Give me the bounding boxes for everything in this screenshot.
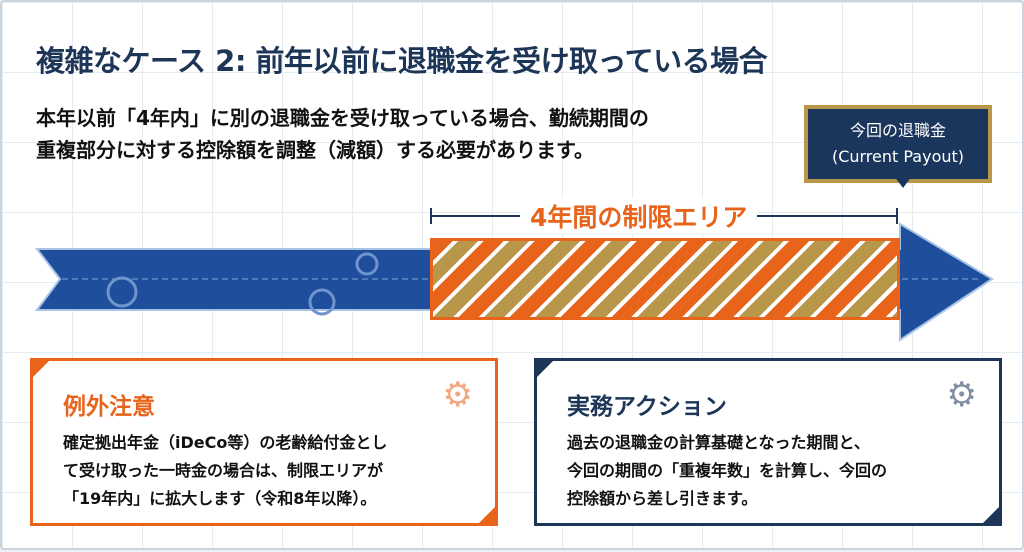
lead-text: 本年以前「4年内」に別の退職金を受け取っている場合、勤続期間の 重複部分に対する…: [36, 102, 649, 166]
restriction-label: 4年間の制限エリア: [520, 198, 758, 234]
gear-icon: [308, 288, 336, 316]
lead-line: 重複部分に対する控除額を調整（減額）する必要があります。: [36, 138, 594, 162]
text-line: 「19年内」に拡大します（令和8年以降）。: [63, 489, 377, 508]
gear-icon: ⚙: [442, 375, 473, 415]
text-line: 今回の期間の「重複年数」を計算し、今回の: [567, 461, 888, 480]
corner-decoration: [30, 358, 52, 380]
exception-text: 確定拠出年金（iDeCo等）の老齢給付金とし て受け取った一時金の場合は、制限エ…: [63, 429, 465, 513]
action-text: 過去の退職金の計算基礎となった期間と、 今回の期間の「重複年数」を計算し、今回の…: [567, 429, 969, 513]
restriction-area: [430, 238, 900, 320]
text-line: て受け取った一時金の場合は、制限エリアが: [63, 461, 384, 480]
exception-box: ⚙ 例外注意 確定拠出年金（iDeCo等）の老齢給付金とし て受け取った一時金の…: [30, 358, 498, 526]
callout-line: 今回の退職金: [849, 121, 946, 140]
current-payout-callout: 今回の退職金 (Current Payout): [804, 105, 992, 188]
text-line: 控除額から差し引きます。: [567, 489, 758, 508]
gear-icon: [355, 252, 379, 276]
restriction-span: 4年間の制限エリア: [430, 198, 898, 234]
action-box: ⚙ 実務アクション 過去の退職金の計算基礎となった期間と、 今回の期間の「重複年…: [534, 358, 1002, 526]
text-line: 確定拠出年金（iDeCo等）の老齢給付金とし: [63, 433, 388, 452]
text-line: 過去の退職金の計算基礎となった期間と、: [567, 433, 870, 452]
page-title: 複雑なケース 2: 前年以前に退職金を受け取っている場合: [36, 44, 768, 78]
callout-line: (Current Payout): [831, 147, 965, 166]
corner-decoration: [980, 504, 1002, 526]
gear-icon: ⚙: [946, 375, 977, 415]
corner-decoration: [476, 504, 498, 526]
action-title: 実務アクション: [567, 394, 727, 420]
corner-decoration: [534, 358, 556, 380]
gear-icon: [106, 276, 138, 308]
exception-title: 例外注意: [63, 394, 155, 420]
lead-line: 本年以前「4年内」に別の退職金を受け取っている場合、勤続期間の: [36, 106, 649, 130]
